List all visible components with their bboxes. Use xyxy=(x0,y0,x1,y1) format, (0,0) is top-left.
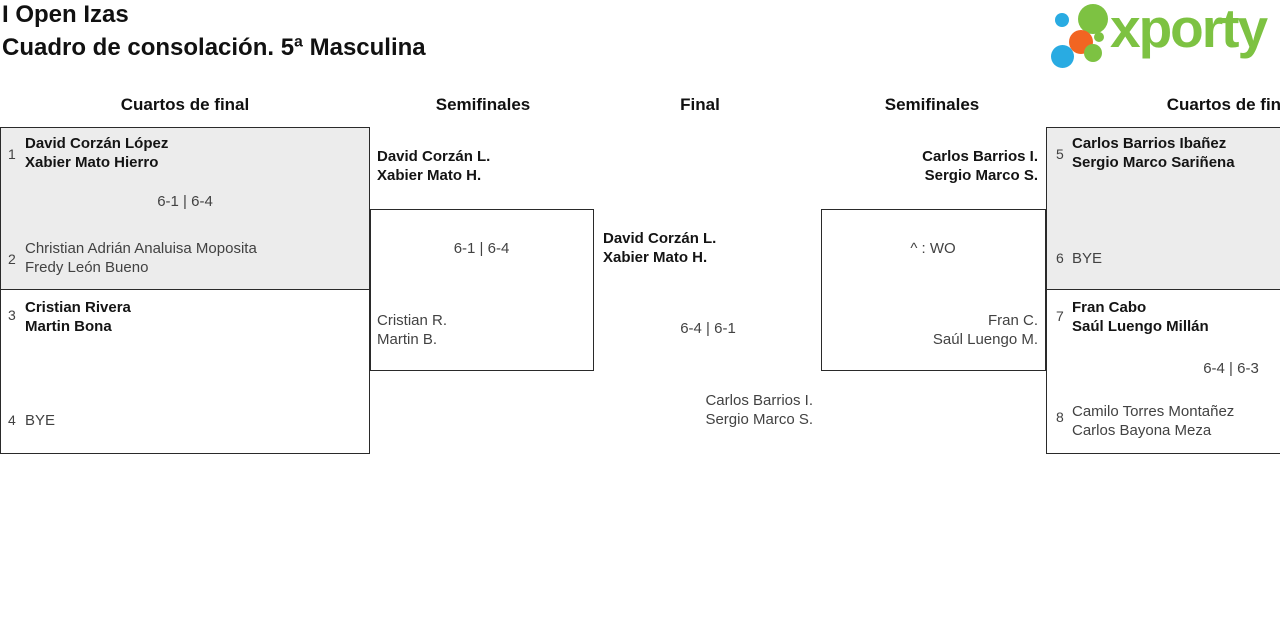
player-name: Fredy León Bueno xyxy=(25,259,149,276)
sf-right-winner-names: Carlos Barrios I. Sergio Marco S. xyxy=(814,147,1038,185)
round-label-quarterfinals-left: Cuartos de final xyxy=(120,95,250,114)
sf-right-loser-names: Fran C. Saúl Luengo M. xyxy=(814,311,1038,349)
player-name: David Corzán L. xyxy=(377,148,491,165)
player-name: Cristian Rivera xyxy=(25,299,131,316)
final-loser-names: Carlos Barrios I. Sergio Marco S. xyxy=(613,391,813,429)
player-name: Saúl Luengo Millán xyxy=(1072,318,1209,335)
player-name: Carlos Barrios I. xyxy=(922,148,1038,165)
sf-left-loser-names: Cristian R. Martin B. xyxy=(377,311,447,349)
seed-number-4: 4 xyxy=(8,412,16,428)
player-name: Christian Adrián Analuisa Moposita xyxy=(25,240,257,257)
player-name: Carlos Bayona Meza xyxy=(1072,422,1212,439)
player-name: Cristian R. xyxy=(377,312,448,329)
team-pair-seed7: Fran Cabo Saúl Luengo Millán xyxy=(1072,298,1209,336)
team-pair-seed1: David Corzán López Xabier Mato Hierro xyxy=(25,134,168,172)
match-score-qf-right-bottom: 6-4 | 6-3 xyxy=(1203,360,1259,377)
seed-number-1: 1 xyxy=(8,146,16,162)
player-name: Carlos Barrios I. xyxy=(705,392,813,409)
player-name: Xabier Mato H. xyxy=(603,249,708,266)
match-box-qf-left-top xyxy=(0,127,370,290)
player-name: Martin B. xyxy=(377,331,438,348)
match-score-sf-right-walkover: ^ : WO xyxy=(910,240,956,257)
tournament-name: I Open Izas xyxy=(2,1,129,28)
player-name: Fran Cabo xyxy=(1072,299,1147,316)
seed-number-8: 8 xyxy=(1056,409,1064,425)
seed-number-3: 3 xyxy=(8,307,16,323)
page-title: I Open Izas Cuadro de consolación. 5ª Ma… xyxy=(2,0,426,64)
round-label-quarterfinals-right: Cuartos de final xyxy=(1166,95,1280,114)
bye-label: BYE xyxy=(25,412,56,429)
logo-dot-green-large-icon xyxy=(1078,4,1108,34)
player-name: Carlos Barrios Ibañez xyxy=(1072,135,1227,152)
match-box-qf-right-bottom xyxy=(1046,289,1280,454)
team-pair-seed5: Carlos Barrios Ibañez Sergio Marco Sariñ… xyxy=(1072,134,1235,172)
logo-dot-blue-small-icon xyxy=(1055,13,1069,27)
logo-wordmark: xporty xyxy=(1110,0,1268,59)
player-name: Saúl Luengo M. xyxy=(932,331,1038,348)
team-bye-seed6: BYE xyxy=(1072,249,1102,268)
xporty-logo[interactable]: xporty xyxy=(1046,0,1280,72)
logo-dot-blue-large-icon xyxy=(1051,45,1074,68)
logo-dot-green-small-icon xyxy=(1084,44,1102,62)
bye-label: BYE xyxy=(1072,250,1103,267)
match-box-sf-right xyxy=(821,209,1046,371)
player-name: David Corzán L. xyxy=(603,230,717,247)
round-label-semifinals-right: Semifinales xyxy=(884,95,980,114)
match-box-qf-right-top xyxy=(1046,127,1280,290)
match-score-sf-left: 6-1 | 6-4 xyxy=(453,240,510,257)
team-bye-seed4: BYE xyxy=(25,411,55,430)
team-pair-seed2: Christian Adrián Analuisa Moposita Fredy… xyxy=(25,239,257,277)
round-label-final: Final xyxy=(680,95,720,114)
round-label-semifinals-left: Semifinales xyxy=(435,95,531,114)
match-score-final: 6-4 | 6-1 xyxy=(680,320,736,337)
player-name: Xabier Mato H. xyxy=(377,167,482,184)
match-score-qf-left-top: 6-1 | 6-4 xyxy=(157,193,213,210)
sf-left-winner-names: David Corzán L. Xabier Mato H. xyxy=(377,147,490,185)
player-name: Sergio Marco S. xyxy=(924,167,1038,184)
player-name: Fran C. xyxy=(987,312,1038,329)
match-box-sf-left xyxy=(370,209,594,371)
seed-number-2: 2 xyxy=(8,251,16,267)
draw-name: Cuadro de consolación. 5ª Masculina xyxy=(2,34,426,61)
logo-dot-green-tiny-icon xyxy=(1094,32,1104,42)
player-name: David Corzán López xyxy=(25,135,169,152)
player-name: Camilo Torres Montañez xyxy=(1072,403,1235,420)
player-name: Sergio Marco S. xyxy=(705,411,813,428)
player-name: Xabier Mato Hierro xyxy=(25,154,159,171)
seed-number-6: 6 xyxy=(1056,250,1064,266)
seed-number-7: 7 xyxy=(1056,308,1064,324)
match-box-qf-left-bottom xyxy=(0,289,370,454)
seed-number-5: 5 xyxy=(1056,146,1064,162)
final-winner-names: David Corzán L. Xabier Mato H. xyxy=(603,229,716,267)
team-pair-seed8: Camilo Torres Montañez Carlos Bayona Mez… xyxy=(1072,402,1234,440)
player-name: Martin Bona xyxy=(25,318,112,335)
player-name: Sergio Marco Sariñena xyxy=(1072,154,1235,171)
team-pair-seed3: Cristian Rivera Martin Bona xyxy=(25,298,131,336)
